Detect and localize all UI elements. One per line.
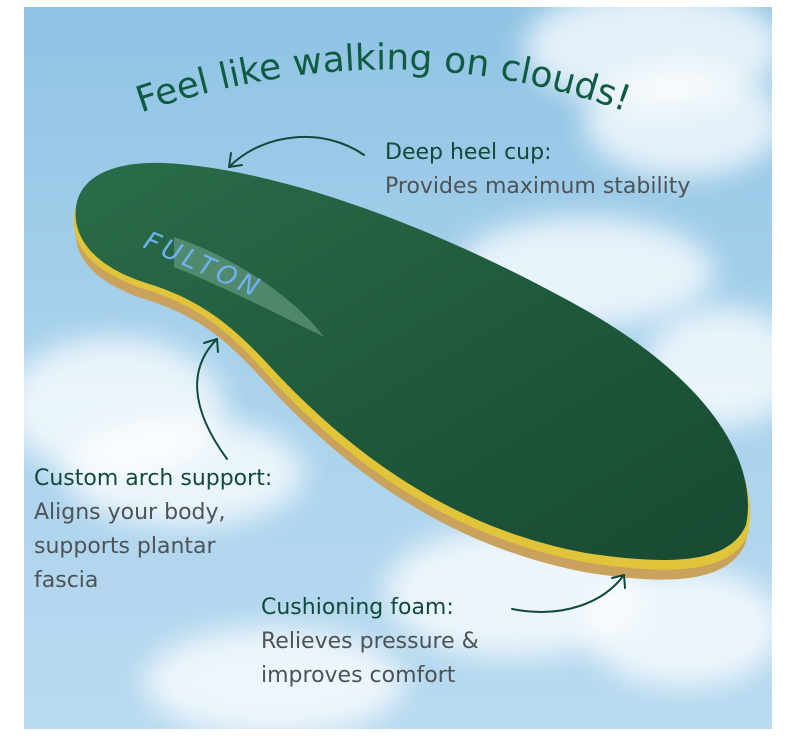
insole-top-cover (75, 162, 748, 560)
insole-highlight (174, 237, 324, 337)
product-feature-graphic: Feel like walking on clouds! FULTON (24, 7, 772, 729)
callout-cushioning-foam: Cushioning foam: Relieves pressure & imp… (261, 591, 479, 693)
callout-description: Aligns your body, (34, 500, 226, 525)
callout-description: improves comfort (261, 663, 456, 688)
callout-title: Custom arch support: (34, 466, 273, 491)
curved-arrow-icon (196, 338, 228, 460)
callout-description: fascia (34, 568, 99, 593)
curved-arrow-icon (511, 574, 626, 613)
callout-title: Deep heel cup: (385, 140, 552, 165)
cloud (144, 627, 404, 729)
cloud (584, 67, 772, 177)
cloud (64, 417, 304, 527)
headline: Feel like walking on clouds! (131, 37, 636, 121)
callout-title: Cushioning foam: (261, 595, 454, 620)
callout-arch-support: Custom arch support: Aligns your body, s… (34, 462, 272, 598)
headline-text: Feel like walking on clouds! (131, 37, 636, 121)
insole-illustration: Feel like walking on clouds! FULTON (73, 37, 751, 613)
callout-description: supports plantar (34, 534, 216, 559)
cloud (584, 567, 772, 687)
curved-arrow-icon (228, 136, 365, 168)
callout-description: Relieves pressure & (261, 629, 479, 654)
callout-heel-cup: Deep heel cup: Provides maximum stabilit… (385, 136, 690, 204)
callout-description: Provides maximum stability (385, 174, 691, 199)
